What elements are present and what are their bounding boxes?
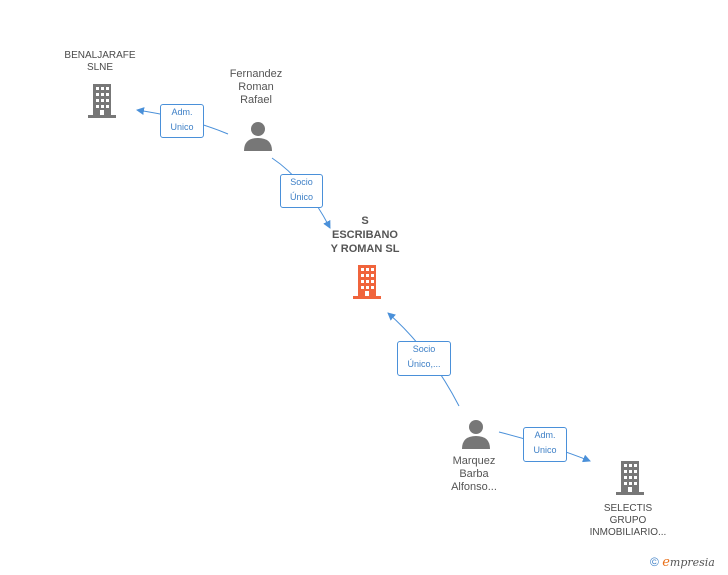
edge-label-line: Unico <box>533 445 557 455</box>
label-line: Fernandez <box>229 68 283 80</box>
label-line: Barba <box>459 468 489 480</box>
edge-label-socio-unico-etc[interactable]: Socio Único,... <box>397 341 451 376</box>
node-label-benaljarafe: BENALJARAFE SLNE <box>50 50 150 74</box>
label-line: SELECTIS <box>603 503 653 514</box>
node-label-fernandez: Fernandez Roman Rafael <box>211 68 301 107</box>
edge-label-line: Socio <box>290 177 313 187</box>
brand-rest: mpresia <box>669 556 715 569</box>
edge-label-line: Adm. <box>171 107 193 117</box>
edge-label-line: Único,... <box>407 359 441 369</box>
label-line: INMOBILIARIO... <box>589 527 667 538</box>
copyright-icon: © <box>650 555 659 569</box>
building-icon[interactable] <box>86 84 118 118</box>
brand-initial: e <box>662 555 670 570</box>
label-line: ESCRIBANO <box>331 229 398 241</box>
edge-label-line: Socio <box>412 344 436 354</box>
label-line: Alfonso... <box>451 481 497 493</box>
label-line: BENALJARAFE <box>64 50 136 61</box>
label-line: S <box>361 215 369 227</box>
edge-label-socio-unico[interactable]: Socio Único <box>280 174 323 208</box>
empresia-watermark: © empresia <box>650 555 715 570</box>
label-line: Roman <box>238 81 274 93</box>
edge-label-adm-unico[interactable]: Adm. Unico <box>160 104 204 138</box>
label-line: Rafael <box>240 94 272 106</box>
person-icon[interactable] <box>243 121 273 151</box>
edge-label-adm-unico[interactable]: Adm. Unico <box>523 427 567 462</box>
label-line: GRUPO <box>609 515 647 526</box>
edge-label-line: Adm. <box>534 430 556 440</box>
node-label-selectis: SELECTIS GRUPO INMOBILIARIO... <box>578 503 678 539</box>
label-line: Y ROMAN SL <box>330 243 400 255</box>
brand-logo: empresia <box>662 555 715 570</box>
building-icon-center[interactable] <box>351 265 383 299</box>
person-icon[interactable] <box>461 419 491 449</box>
edge-label-line: Único <box>289 192 313 202</box>
label-line: Marquez <box>452 455 496 467</box>
edge-label-line: Unico <box>170 122 194 132</box>
label-line: SLNE <box>86 62 114 73</box>
building-icon[interactable] <box>614 461 646 495</box>
node-label-marquez: Marquez Barba Alfonso... <box>429 455 519 494</box>
node-label-center: S ESCRIBANO Y ROMAN SL <box>315 214 415 256</box>
